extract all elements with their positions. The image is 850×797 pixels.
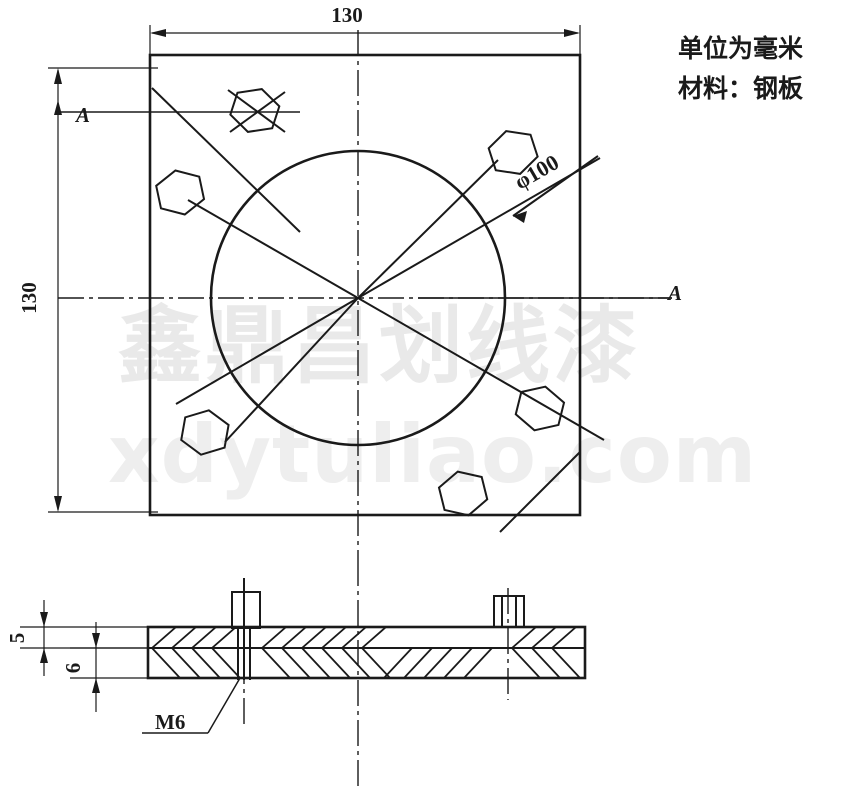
bolt-cross-1a <box>227 89 286 133</box>
section-hatch-lower-band <box>383 647 493 679</box>
center-stud-head <box>231 591 261 629</box>
section-hatch-right <box>511 626 581 679</box>
bolt-head-4 <box>514 385 566 432</box>
left-dimension-value: 130 <box>17 282 41 314</box>
top-dimension-130: 130 <box>149 3 581 60</box>
radial-centerline-2 <box>357 157 601 299</box>
section-arrow-left <box>54 100 62 115</box>
radial-centerline-6 <box>357 159 499 299</box>
bore-leader-arrowhead <box>513 211 527 223</box>
watermark-domain-text: xdytuliao.com <box>108 408 757 501</box>
section-hatch-left <box>151 626 241 679</box>
radial-centerline-5 <box>224 297 359 443</box>
dim-arrow-right <box>564 29 580 37</box>
unit-note: 单位为毫米 <box>678 34 804 63</box>
top-dimension-value: 130 <box>331 3 363 27</box>
hexagon-2 <box>155 169 206 216</box>
section-dimension-5-value: 5 <box>5 633 29 644</box>
notes-block: 单位为毫米 材料：钢板 <box>678 34 804 103</box>
right-bolt-head <box>493 595 525 628</box>
hexagon-4 <box>514 385 566 432</box>
section-label-left: A <box>74 103 90 127</box>
dim-arrow-top <box>54 68 62 84</box>
plate-section-outline <box>146 625 587 680</box>
bolt-head-3 <box>487 130 539 175</box>
bolt-head-2 <box>155 169 206 216</box>
watermark-chinese-text: 鑫鼎昌划线漆 <box>118 297 640 395</box>
hexagon-6 <box>180 409 230 456</box>
diagonal-line-lower-right <box>499 451 581 533</box>
bolt-head-6 <box>180 409 230 456</box>
top-view: φ100 130 130 <box>17 3 682 560</box>
bolt-head-5 <box>437 470 489 517</box>
section-cut-indicators: A A <box>54 100 682 305</box>
bore-leader-line <box>512 155 599 217</box>
hexagon-3 <box>487 130 539 175</box>
radial-centerline-3 <box>175 297 359 405</box>
bore-diameter-leader <box>512 155 599 223</box>
bolt-head-1 <box>227 88 286 133</box>
dim5-arrow-top <box>40 612 48 627</box>
right-bolt <box>493 595 525 628</box>
radial-centerline-1 <box>187 199 359 299</box>
dim6-arrow-top <box>92 633 100 648</box>
section-dimension-6: 6 <box>61 622 156 712</box>
bolt-group <box>155 88 566 517</box>
dim5-arrow-bottom <box>40 648 48 663</box>
left-dimension-130: 130 <box>17 67 158 513</box>
m6-leader-slant <box>207 677 241 734</box>
plate-outline <box>148 53 582 517</box>
thread-callout-leader: M6 <box>142 677 241 734</box>
center-stud <box>231 578 261 680</box>
hexagon-5 <box>437 470 489 517</box>
dim-arrow-bottom <box>54 496 62 512</box>
radial-centerline-4 <box>357 297 605 441</box>
material-note: 材料：钢板 <box>678 74 803 103</box>
section-dimension-6-value: 6 <box>61 663 85 674</box>
dim6-arrow-bottom <box>92 678 100 693</box>
watermark-group: 鑫鼎昌划线漆 xdytuliao.com <box>108 297 757 501</box>
radial-centerlines <box>175 157 605 443</box>
section-hatch-center <box>261 626 391 679</box>
section-label-right: A <box>666 281 682 305</box>
section-view-A-A: 5 6 M6 <box>5 560 587 790</box>
hexagon-1 <box>229 88 281 133</box>
thread-callout-label: M6 <box>155 710 185 734</box>
dim-arrow-left <box>150 29 166 37</box>
